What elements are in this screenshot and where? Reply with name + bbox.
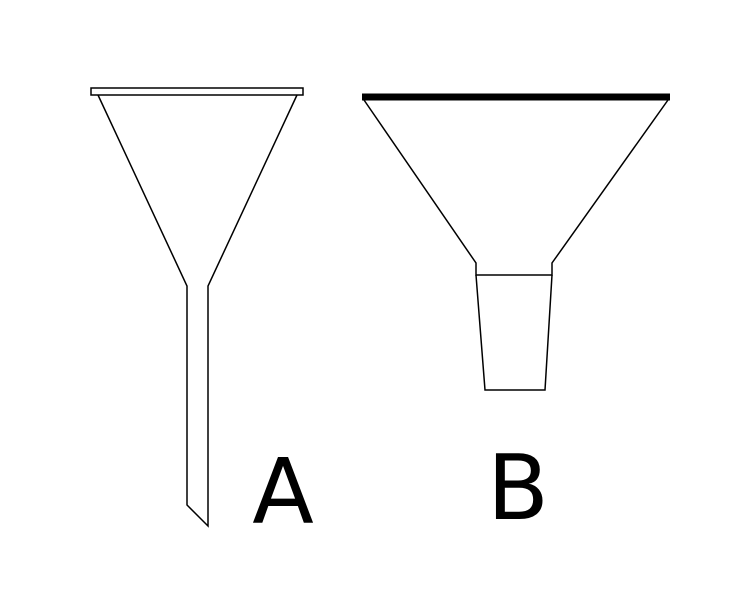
funnel-a xyxy=(90,87,304,528)
funnel-b-stem xyxy=(475,274,553,391)
funnel-b xyxy=(362,93,670,391)
label-a: A xyxy=(252,440,314,545)
funnel-a-rim xyxy=(90,87,304,96)
funnel-b-cone xyxy=(363,99,669,276)
label-b: B xyxy=(487,436,549,541)
funnel-a-body xyxy=(97,94,298,528)
